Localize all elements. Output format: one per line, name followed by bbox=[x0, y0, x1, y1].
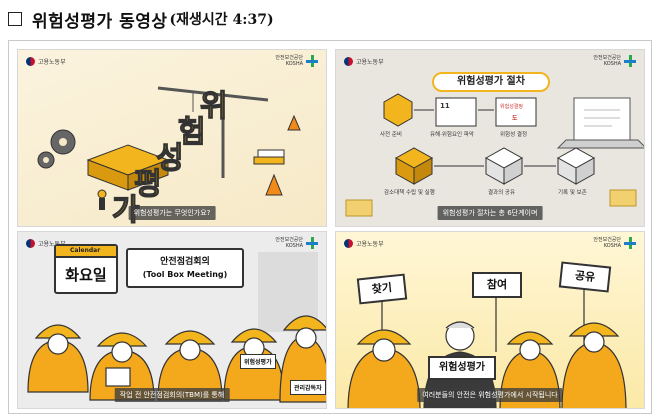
video-thumbnail-procedure[interactable]: 고용노동부 안전보건공단 KOSHA 위험성평가 절차 bbox=[335, 49, 645, 227]
kosha-cross-icon bbox=[624, 237, 636, 249]
thumbnail-grid: 고용노동부 안전보건공단 KOSHA bbox=[8, 40, 652, 414]
headline-3d-text: 위 험 성 평 가 bbox=[111, 88, 228, 226]
hard-hat-icon bbox=[356, 329, 412, 345]
korea-emblem-icon bbox=[26, 57, 35, 66]
step-label: 사전 준비 bbox=[380, 132, 402, 138]
calendar-day: 화요일 bbox=[65, 266, 107, 284]
crane-jib bbox=[157, 86, 269, 102]
hard-hat-icon bbox=[230, 328, 278, 343]
kosha-logo: 안전보건공단 KOSHA bbox=[275, 237, 318, 249]
kosha-logo: 안전보건공단 KOSHA bbox=[593, 55, 636, 67]
clipboard-icon bbox=[105, 367, 131, 387]
korea-emblem-icon bbox=[344, 239, 353, 248]
crowd-illustration bbox=[347, 286, 627, 408]
hard-hat-icon bbox=[96, 332, 148, 347]
video-thumbnail-tbm[interactable]: 고용노동부 안전보건공단 KOSHA Calendar 화요일 안전점검회의 (… bbox=[17, 231, 327, 409]
kosha-logo: 안전보건공단 KOSHA bbox=[593, 237, 636, 249]
section-title: 위험성평가 동영상 bbox=[32, 11, 168, 32]
step-card-icon bbox=[495, 97, 537, 127]
procedure-illustration: 11 위험성결정 도 bbox=[345, 93, 644, 217]
worker-face bbox=[583, 331, 605, 353]
intro-illustration bbox=[37, 86, 301, 210]
ministry-logo: 고용노동부 bbox=[26, 239, 66, 248]
hair bbox=[445, 321, 475, 329]
section-title-row: 위험성평가 동영상 (재생시간 4:37) bbox=[8, 6, 274, 32]
worker-face bbox=[179, 339, 201, 361]
laptop-screen-icon bbox=[573, 97, 631, 141]
headline-char: 위 bbox=[200, 89, 228, 124]
calendar-board: Calendar 화요일 bbox=[54, 244, 118, 294]
hard-hat-icon bbox=[506, 331, 554, 345]
subtitle-caption: 여러분들의 안전은 위험성평가에서 시작됩니다 bbox=[417, 388, 563, 402]
step-label: 위험성 결정 bbox=[500, 132, 528, 138]
iso-block-front bbox=[127, 159, 169, 191]
kosha-cross-icon bbox=[306, 237, 318, 249]
ministry-logo: 고용노동부 bbox=[344, 239, 384, 248]
svg-text:도: 도 bbox=[512, 115, 518, 122]
kosha-cross-icon bbox=[306, 55, 318, 67]
svg-text:11: 11 bbox=[440, 102, 450, 110]
sign-risk-assessment: 위험성평가 bbox=[428, 356, 496, 380]
step-card-icon bbox=[435, 97, 477, 127]
headline-char: 성 bbox=[156, 141, 184, 176]
pad-decoration bbox=[609, 189, 637, 207]
step-label: 결과의 공유 bbox=[488, 190, 516, 196]
meeting-subtitle: (Tool Box Meeting) bbox=[142, 270, 228, 279]
hard-hat-icon bbox=[34, 324, 82, 339]
subtitle-caption: 작업 전 안전점검회의(TBM)를 통해 bbox=[114, 388, 230, 402]
section-subtitle: (재생시간 4:37) bbox=[169, 12, 274, 28]
worker-figure bbox=[99, 198, 105, 210]
traffic-cone-icon bbox=[287, 114, 301, 131]
book-icon bbox=[253, 156, 285, 165]
headline-char: 험 bbox=[178, 115, 206, 150]
worker-face bbox=[295, 327, 317, 349]
step-label: 유해·위험요인 파악 bbox=[430, 132, 474, 138]
subtitle-caption: 위험성평가 절차는 총 6단계이며 bbox=[437, 206, 543, 220]
hard-hat-icon bbox=[568, 322, 620, 337]
sign-participate: 참여 bbox=[472, 272, 522, 298]
manager-name-tag: 관리감독자 bbox=[290, 380, 326, 395]
step-label: 기록 및 보존 bbox=[558, 190, 587, 196]
korea-emblem-icon bbox=[344, 57, 353, 66]
worker-face bbox=[47, 333, 69, 355]
headline-char: 평 bbox=[134, 167, 162, 202]
svg-text:위험성결정: 위험성결정 bbox=[500, 103, 523, 110]
sign-find: 찾기 bbox=[356, 273, 408, 305]
hard-hat-icon bbox=[164, 330, 216, 345]
laptop-base-icon bbox=[556, 139, 644, 149]
procedure-title: 위험성평가 절차 bbox=[432, 72, 550, 92]
hard-hat-icon bbox=[282, 315, 326, 331]
worker-face bbox=[519, 339, 541, 361]
video-thumbnail-intro[interactable]: 고용노동부 안전보건공단 KOSHA bbox=[17, 49, 327, 227]
traffic-cone-icon bbox=[265, 173, 283, 196]
worker-name-tag: 위험성평가 bbox=[240, 354, 276, 369]
checkbox-icon bbox=[8, 12, 22, 26]
worker-face bbox=[372, 338, 396, 362]
ministry-logo: 고용노동부 bbox=[344, 57, 384, 66]
meeting-title: 안전점검회의 bbox=[160, 257, 210, 267]
meeting-board: 안전점검회의 (Tool Box Meeting) bbox=[126, 248, 244, 288]
step-label: 감소대책 수립 및 실행 bbox=[384, 190, 435, 196]
kosha-cross-icon bbox=[624, 55, 636, 67]
sign-share: 공유 bbox=[558, 261, 612, 293]
worker-face bbox=[111, 341, 133, 363]
workers-illustration bbox=[27, 252, 326, 403]
calendar-label: Calendar bbox=[56, 246, 116, 258]
hex-step-icon bbox=[383, 93, 413, 127]
pad-decoration bbox=[345, 199, 373, 217]
kosha-logo: 안전보건공단 KOSHA bbox=[275, 55, 318, 67]
subtitle-caption: 위험성평가는 무엇인가요? bbox=[128, 206, 216, 220]
korea-emblem-icon bbox=[26, 239, 35, 248]
video-thumbnail-conclusion[interactable]: 고용노동부 안전보건공단 KOSHA bbox=[335, 231, 645, 409]
ministry-logo: 고용노동부 bbox=[26, 57, 66, 66]
